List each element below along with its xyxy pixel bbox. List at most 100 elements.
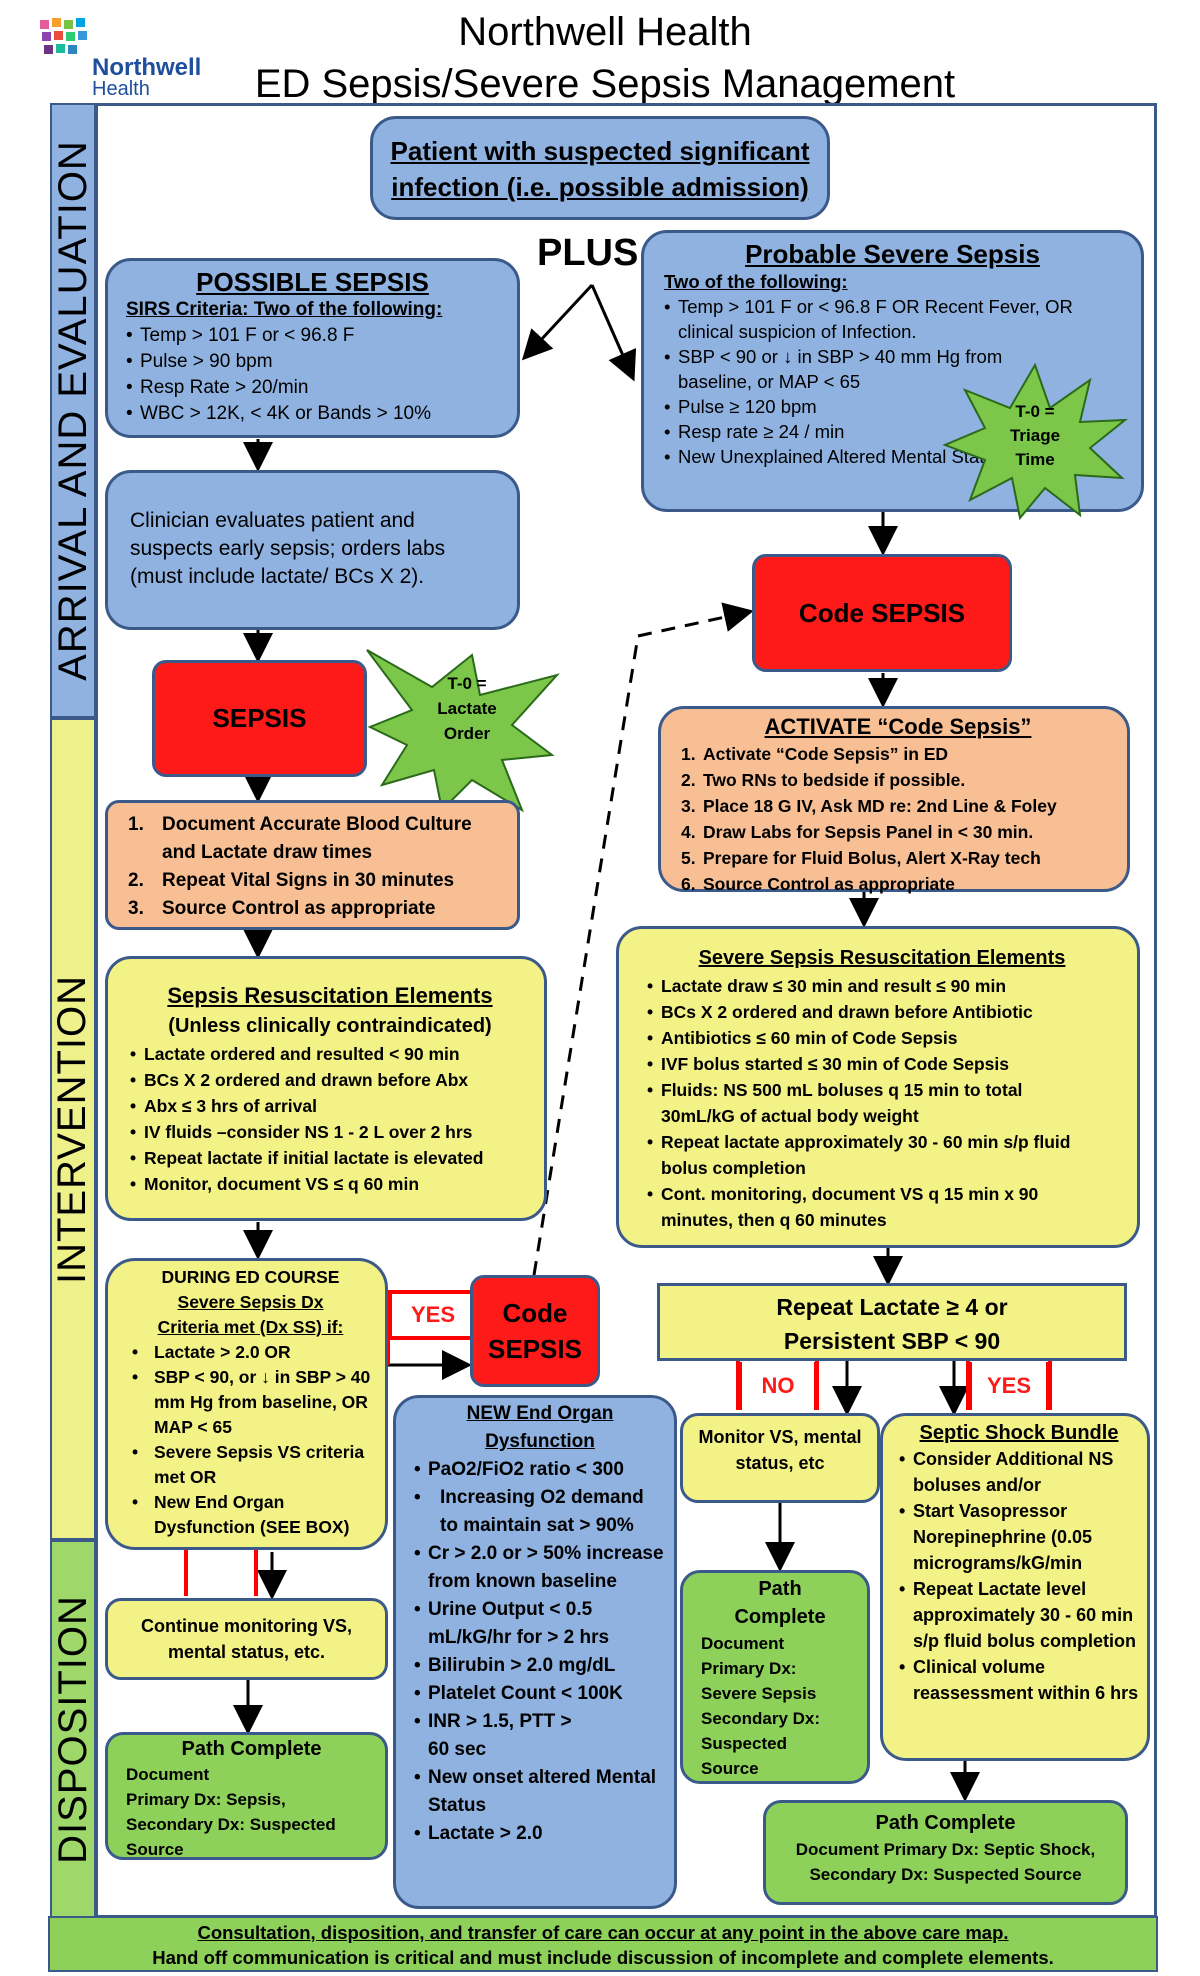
severe-sepsis-resuscitation-box: Severe Sepsis Resuscitation Elements Lac…	[616, 926, 1140, 1248]
during-ed-list: Lactate > 2.0 OR SBP < 90, or ↓ in SBP >…	[126, 1340, 375, 1540]
sepsis-resuscitation-box: Sepsis Resuscitation Elements (Unless cl…	[105, 956, 547, 1221]
continue-monitoring-box: Continue monitoring VS, mental status, e…	[105, 1598, 388, 1680]
sidebar-intervention: INTERVENTION	[50, 718, 96, 1540]
path-left-title: Path Complete	[181, 1738, 322, 1760]
list-item: Cont. monitoring, document VS q 15 min x…	[647, 1181, 1101, 1233]
end-organ-dysfunction-box: NEW End Organ Dysfunction PaO2/FiO2 rati…	[393, 1395, 677, 1909]
list-item: Fluids: NS 500 mL boluses q 15 min to to…	[647, 1077, 1091, 1129]
list-item: Severe Sepsis VS criteria met OR	[132, 1440, 375, 1490]
yes-label-right: YES	[968, 1362, 1050, 1410]
activate-code-sepsis-box: ACTIVATE “Code Sepsis” 1.Activate “Code …	[658, 706, 1130, 894]
path-mid-line: Secondary Dx:	[701, 1709, 821, 1728]
path-left-line: Source	[126, 1840, 184, 1859]
star-triage-line3: Time	[1015, 450, 1055, 469]
sirs-list: Temp > 101 F or < 96.8 F Pulse > 90 bpm …	[126, 323, 499, 427]
list-item: 5.Prepare for Fluid Bolus, Alert X-Ray t…	[681, 848, 1041, 868]
clinician-text: Clinician evaluates patient and suspects…	[130, 509, 446, 588]
septic-shock-title: Septic Shock Bundle	[919, 1422, 1119, 1444]
list-item: WBC > 12K, < 4K or Bands > 10%	[126, 401, 499, 427]
star-lactate-order: T-0 = Lactate Order	[362, 645, 562, 815]
severe-resus-list: Lactate draw ≤ 30 min and result ≤ 90 mi…	[641, 973, 1123, 1233]
activate-list: 1.Activate “Code Sepsis” in ED 2.Two RNs…	[681, 741, 1115, 897]
path-left-line: Secondary Dx: Suspected	[126, 1815, 336, 1834]
star-triage-time: T-0 = Triage Time	[940, 360, 1130, 520]
path-mid-line: Primary Dx:	[701, 1659, 797, 1678]
probable-severe-title: Probable Severe Sepsis	[745, 239, 1040, 269]
list-item: Bilirubin > 2.0 mg/dL	[414, 1652, 666, 1680]
list-item: SBP < 90 or ↓ in SBP > 40 mm Hg from bas…	[664, 344, 1078, 394]
list-item: Monitor, document VS ≤ q 60 min	[130, 1171, 530, 1197]
yes-label-left: YES	[388, 1290, 474, 1340]
logo-squares-icon	[40, 18, 87, 54]
list-item: Consider Additional NS boluses and/or	[899, 1446, 1139, 1498]
sepsis-resus-title: Sepsis Resuscitation Elements	[167, 983, 493, 1008]
list-item: Resp Rate > 20/min	[126, 375, 499, 401]
code-sepsis-mid: Code SEPSIS	[470, 1275, 600, 1387]
path-left-line: Document	[126, 1765, 210, 1784]
monitor-vs-text: Monitor VS, mental status, etc	[698, 1427, 862, 1473]
path-complete-left: Path Complete Document Primary Dx: Sepsi…	[105, 1732, 388, 1860]
code-sepsis-mid-line2: SEPSIS	[488, 1334, 582, 1364]
starburst-icon	[942, 362, 1129, 520]
plus-label: PLUS	[537, 232, 639, 274]
sepsis-box: SEPSIS	[152, 660, 367, 777]
list-item: Lactate ordered and resulted < 90 min	[130, 1041, 530, 1067]
end-organ-title1: NEW End Organ	[466, 1403, 614, 1424]
sidebar-disposition: DISPOSITION	[50, 1540, 96, 1918]
end-organ-title2: Dysfunction	[485, 1431, 595, 1452]
path-mid-line: Severe Sepsis	[701, 1684, 817, 1703]
list-item: Clinical volume reassessment within 6 hr…	[899, 1654, 1139, 1706]
list-item: Platelet Count < 100K	[414, 1680, 666, 1708]
document-list: 1.Document Accurate Blood Culture and La…	[128, 811, 505, 923]
list-item: Urine Output < 0.5 mL/kG/hr for > 2 hrs	[414, 1596, 666, 1652]
list-item: 1.Document Accurate Blood Culture and La…	[128, 814, 472, 863]
list-item: PaO2/FiO2 ratio < 300	[414, 1456, 666, 1484]
star-lactate-line1: T-0 =	[447, 674, 487, 693]
northwell-logo: Northwell Health	[40, 18, 230, 100]
list-item: IV fluids –consider NS 1 - 2 L over 2 hr…	[130, 1119, 530, 1145]
during-ed-title3: Criteria met (Dx SS) if:	[157, 1317, 344, 1337]
sepsis-resus-subtitle: (Unless clinically contraindicated)	[168, 1015, 492, 1037]
list-item: Resp rate ≥ 24 / min	[664, 419, 1044, 444]
star-triage-line2: Triage	[1009, 426, 1061, 445]
code-sepsis-mid-line1: Code	[502, 1298, 568, 1328]
septic-shock-bundle-box: Septic Shock Bundle Consider Additional …	[880, 1413, 1150, 1761]
star-triage-line1: T-0 =	[1015, 402, 1055, 421]
list-item: INR > 1.5, PTT > 60 sec	[414, 1708, 578, 1764]
path-mid-line: Source	[701, 1759, 759, 1778]
path-right-title: Path Complete	[875, 1812, 1016, 1834]
clinician-evaluates-box: Clinician evaluates patient and suspects…	[105, 470, 520, 630]
sidebar-arrival-label: ARRIVAL AND EVALUATION	[50, 140, 95, 681]
continue-monitoring-text: Continue monitoring VS, mental status, e…	[141, 1616, 352, 1662]
list-item: Lactate > 2.0	[414, 1820, 666, 1848]
path-mid-title1: Path	[758, 1578, 802, 1600]
list-item: Pulse > 90 bpm	[126, 349, 499, 375]
list-item: 2.Two RNs to bedside if possible.	[681, 770, 966, 790]
list-item: New End Organ Dysfunction (SEE BOX)	[132, 1490, 375, 1540]
path-right-line: Document Primary Dx: Septic Shock,	[795, 1840, 1096, 1859]
sirs-criteria: SIRS Criteria: Two of the following:	[126, 299, 443, 320]
list-item: Repeat lactate if initial lactate is ele…	[130, 1145, 530, 1171]
star-lactate-line3: Order	[443, 724, 491, 743]
path-complete-mid: Path Complete Document Primary Dx: Sever…	[680, 1570, 870, 1784]
septic-shock-list: Consider Additional NS boluses and/or St…	[899, 1446, 1139, 1706]
activate-title: ACTIVATE “Code Sepsis”	[764, 714, 1032, 739]
list-item: BCs X 2 ordered and drawn before Abx	[130, 1067, 530, 1093]
list-item: Cr > 2.0 or > 50% increase from known ba…	[414, 1540, 666, 1596]
list-item: IVF bolus started ≤ 30 min of Code Sepsi…	[647, 1051, 1123, 1077]
page-subtitle: ED Sepsis/Severe Sepsis Management	[254, 62, 956, 106]
suspected-infection-line1: Patient with suspected significant	[390, 136, 810, 166]
during-ed-title2: Severe Sepsis Dx	[177, 1292, 324, 1312]
sidebar-arrival: ARRIVAL AND EVALUATION	[50, 103, 96, 718]
possible-sepsis-box: POSSIBLE SEPSIS SIRS Criteria: Two of th…	[105, 258, 520, 438]
list-item: BCs X 2 ordered and drawn before Antibio…	[647, 999, 1123, 1025]
starburst-icon	[366, 649, 560, 813]
repeat-lactate-line1: Repeat Lactate ≥ 4 or	[776, 1294, 1008, 1320]
path-complete-right: Path Complete Document Primary Dx: Septi…	[763, 1800, 1128, 1905]
during-ed-course-box: DURING ED COURSE Severe Sepsis Dx Criter…	[105, 1258, 388, 1550]
list-item: Abx ≤ 3 hrs of arrival	[130, 1093, 530, 1119]
page-title: Northwell Health	[458, 10, 752, 54]
footer-line2: Hand off communication is critical and m…	[152, 1947, 1054, 1968]
list-item: Repeat Lactate level approximately 30 - …	[899, 1576, 1139, 1654]
suspected-infection-line2: infection (i.e. possible admission)	[391, 172, 809, 202]
